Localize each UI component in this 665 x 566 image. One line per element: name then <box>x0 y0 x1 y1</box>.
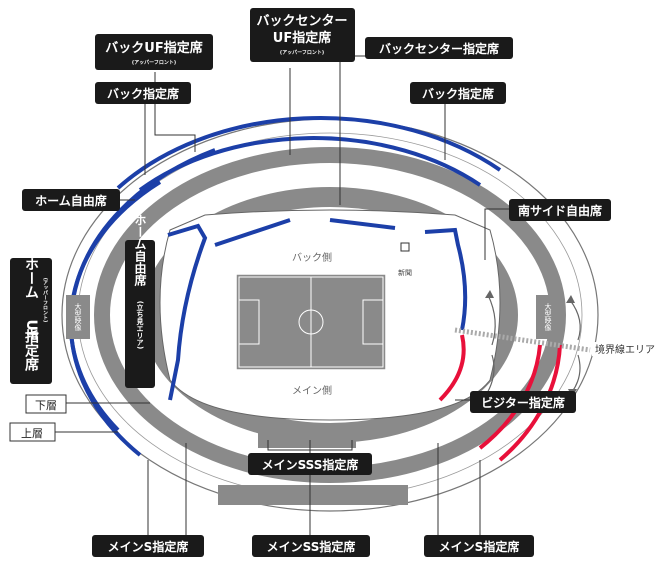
svg-text:バック指定席: バック指定席 <box>107 86 179 101</box>
back-center-uf-seat-arc <box>138 136 482 192</box>
screen-right-label: 大型映像 <box>544 302 552 331</box>
label-upper-tier: 上層 <box>9 422 56 442</box>
label-main-ss: メインSS指定席 <box>252 535 370 557</box>
label-south-side: 南サイド自由席 <box>509 199 611 221</box>
main-sss-seat-block <box>258 428 356 448</box>
arrow-head-icon <box>485 290 494 298</box>
svg-text:バック指定席: バック指定席 <box>422 86 494 101</box>
back-lower-right-seat-line <box>329 218 396 230</box>
svg-text:ホーム自由席: ホーム自由席 <box>35 193 107 208</box>
leader-main-sss <box>267 440 353 451</box>
svg-text:ビジター指定席: ビジター指定席 <box>481 395 565 410</box>
south-side-lower-seat-line <box>424 227 468 331</box>
pitch-left-box <box>238 299 260 345</box>
curved-arrow-icon <box>487 294 496 346</box>
back-lower-left-seat-line <box>214 218 291 247</box>
svg-text:メインSSS指定席: メインSSS指定席 <box>262 457 359 472</box>
arrow-head-icon <box>566 295 575 303</box>
svg-text:ホーム自由席: ホーム自由席 <box>133 214 147 287</box>
newspaper-text: 新聞 <box>398 268 412 277</box>
pitch-right-box <box>362 299 384 345</box>
svg-text:上層: 上層 <box>21 427 43 440</box>
svg-text:バックUF指定席: バックUF指定席 <box>105 40 202 56</box>
svg-text:南サイド自由席: 南サイド自由席 <box>518 203 602 218</box>
label-main-sss: メインSSS指定席 <box>248 453 372 475</box>
svg-text:バックセンター: バックセンター <box>256 14 347 29</box>
svg-text:メインS指定席: メインS指定席 <box>108 539 189 554</box>
svg-text:メインS指定席: メインS指定席 <box>439 539 520 554</box>
label-home-free-standing: ホーム自由席 (立ち見エリア) <box>125 214 155 388</box>
newspaper-box-icon <box>400 242 410 252</box>
svg-text:(アッパーフロント): (アッパーフロント) <box>42 278 48 323</box>
svg-text:下層: 下層 <box>35 399 57 412</box>
back-side-text: バック側 <box>292 251 332 264</box>
label-back-center: バックセンター指定席 <box>365 37 513 59</box>
label-main-s-right: メインS指定席 <box>424 535 534 557</box>
svg-text:メインSS指定席: メインSS指定席 <box>267 539 356 554</box>
label-back-left: バック指定席 <box>95 82 191 104</box>
label-lower-tier: 下層 <box>25 394 67 414</box>
label-boundary: 境界線エリア <box>592 342 655 356</box>
large-screen-icon <box>536 295 560 339</box>
home-standing-seat-line <box>167 223 208 401</box>
main-side-text: メイン側 <box>292 384 332 397</box>
curved-arrow-icon <box>569 299 581 341</box>
leader-south-side <box>484 208 509 260</box>
pitch-center-circle <box>298 309 324 335</box>
svg-text:(アッパーフロント): (アッパーフロント) <box>280 49 324 56</box>
svg-text:UF: UF <box>23 320 39 341</box>
svg-text:境界線エリア: 境界線エリア <box>595 343 655 356</box>
label-back-uf: バックUF指定席 (アッパーフロント) <box>95 34 213 70</box>
label-back-center-uf: バックセンター UF指定席 (アッパーフロント) <box>250 8 355 62</box>
main-ss-seat-block <box>218 485 408 505</box>
svg-text:UF指定席: UF指定席 <box>273 30 331 46</box>
svg-text:(アッパーフロント): (アッパーフロント) <box>132 59 176 66</box>
visitor-lower-seat-line <box>438 334 466 402</box>
label-back-right: バック指定席 <box>410 82 506 104</box>
label-home-free: ホーム自由席 <box>22 189 120 211</box>
label-visitor: ビジター指定席 <box>470 391 576 413</box>
screen-left-label: 大型映像 <box>74 302 82 331</box>
svg-text:ホーム: ホーム <box>23 257 39 299</box>
svg-text:指定席: 指定席 <box>23 328 39 372</box>
label-home-uf: ホーム UF 指定席 (アッパーフロント) <box>10 257 52 384</box>
back-uf-seat-arc <box>116 115 502 190</box>
svg-text:バックセンター指定席: バックセンター指定席 <box>379 41 499 56</box>
boundary-strip-icon <box>454 327 591 353</box>
large-screen-icon <box>66 295 90 339</box>
svg-text:(立ち見エリア): (立ち見エリア) <box>136 301 145 349</box>
label-main-s-left: メインS指定席 <box>92 535 204 557</box>
